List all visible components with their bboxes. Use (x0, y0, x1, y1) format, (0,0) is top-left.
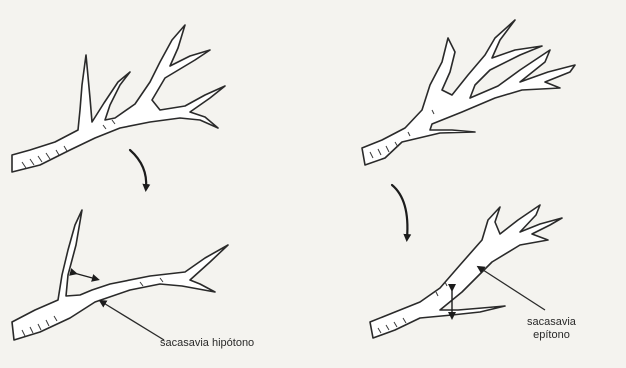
hypotone-label: sacasavia hipótono (160, 337, 254, 350)
branch-bottom-left (12, 210, 228, 340)
transition-arrow-left (130, 150, 146, 188)
branch-top-left (12, 25, 225, 172)
epitone-label-line2: epítono (527, 329, 576, 342)
epitone-label-line1: sacasavia (527, 316, 576, 329)
branch-top-right (362, 20, 575, 165)
epitone-label: sacasavia epítono (527, 316, 576, 342)
hypotone-pointer-arrow (102, 302, 164, 340)
transition-arrow-right (392, 185, 407, 238)
epitone-pointer-arrow (480, 268, 545, 310)
